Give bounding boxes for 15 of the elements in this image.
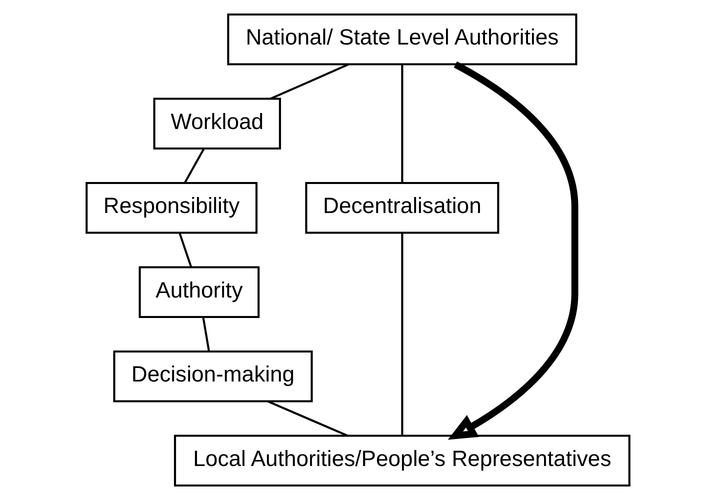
connector (267, 400, 348, 436)
node-box: Authority (138, 266, 260, 318)
node-box: Decision-making (113, 350, 313, 402)
connector (401, 232, 404, 436)
node-box: Decentralisation (305, 181, 500, 234)
node-box: Workload (153, 97, 281, 150)
connector (178, 232, 192, 267)
node-box: Local Authorities/People’s Representatives (174, 434, 630, 486)
arrow (448, 60, 578, 440)
node-box: Responsibility (86, 181, 258, 234)
node-box: National/ State Level Authorities (227, 13, 578, 65)
connector (270, 62, 350, 100)
connector (401, 64, 404, 182)
connector (202, 316, 210, 351)
connector (184, 148, 205, 183)
